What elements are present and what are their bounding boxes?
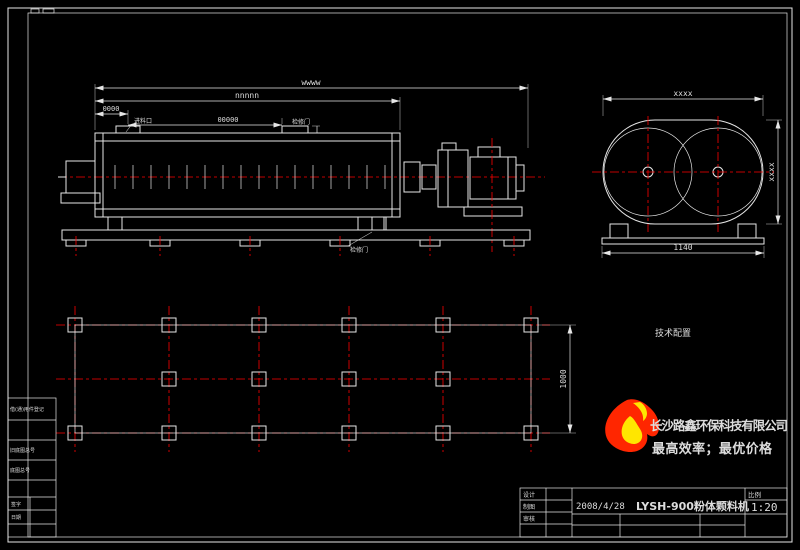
dim-left-offset: 0000 bbox=[103, 105, 120, 113]
side-view-dimensions: wwww nnnnn 0000 00000 进料口 检修门 检修门 bbox=[94, 78, 529, 254]
company-logo: 长沙路鑫环保科技有限公司 最高效率；最优价格 bbox=[605, 399, 788, 457]
dim-end-height: xxxx bbox=[767, 162, 776, 181]
dim-frame-width: 1000 bbox=[559, 369, 568, 388]
dim-span: 00000 bbox=[217, 116, 238, 124]
registration-mark bbox=[30, 8, 40, 14]
drawing-title: LYSH-900粉体颗料机 bbox=[636, 499, 749, 513]
field-check: 审核 bbox=[523, 515, 535, 523]
drive-unit bbox=[403, 142, 525, 217]
strip-row-sign: 签字 bbox=[11, 501, 21, 508]
scale-value: 1:20 bbox=[751, 501, 778, 514]
field-design: 设计 bbox=[523, 491, 535, 499]
plan-centerlines bbox=[56, 306, 550, 452]
dim-body-length: nnnnn bbox=[235, 91, 259, 100]
inlet-label: 进料口 bbox=[134, 117, 152, 125]
discharge-chute bbox=[357, 216, 385, 231]
dim-end-width: xxxx bbox=[673, 89, 692, 98]
access-door-bottom-label: 检修门 bbox=[350, 246, 368, 254]
company-name: 长沙路鑫环保科技有限公司 bbox=[650, 418, 788, 433]
tech-note: 技术配置 bbox=[655, 327, 691, 339]
dim-overall-length: wwww bbox=[301, 78, 320, 87]
foot-pads bbox=[65, 239, 525, 247]
frame-outline bbox=[74, 324, 532, 434]
title-block: 设计 制图 审核 2008/4/28 LYSH-900粉体颗料机 比例 1:20 bbox=[519, 487, 788, 538]
drawing-date: 2008/4/28 bbox=[576, 502, 625, 512]
registration-mark bbox=[42, 8, 55, 14]
motor bbox=[469, 156, 517, 200]
dim-base-width: 1140 bbox=[673, 243, 692, 252]
plan-view-dimensions: 1000 bbox=[538, 324, 576, 434]
mixer-body bbox=[94, 125, 401, 218]
foot-centerlines bbox=[75, 236, 515, 256]
strip-row-master: 底图总号 bbox=[10, 467, 30, 474]
side-view: wwww nnnnn 0000 00000 进料口 检修门 检修门 bbox=[58, 78, 545, 256]
plan-view: 1000 bbox=[56, 306, 576, 452]
flame-icon bbox=[605, 399, 660, 453]
base-frame bbox=[61, 216, 531, 247]
strip-row-date: 日期 bbox=[11, 515, 21, 521]
paddle-ticks bbox=[114, 165, 386, 189]
strip-row-borrow: 借(通)用件登记 bbox=[10, 406, 44, 413]
revision-strip: 借(通)用件登记 旧底图总号 底图总号 签字 日期 bbox=[7, 397, 57, 538]
end-view: xxxx xxxx 1140 bbox=[592, 89, 782, 258]
scale-label: 比例 bbox=[748, 490, 761, 499]
end-view-dimensions: xxxx xxxx 1140 bbox=[601, 89, 782, 258]
anchor-pads bbox=[67, 317, 539, 441]
access-door-top bbox=[281, 125, 309, 134]
field-draft: 制图 bbox=[523, 503, 535, 511]
strip-row-old-master: 旧底图总号 bbox=[10, 447, 35, 454]
left-bearing bbox=[58, 160, 101, 204]
company-slogan: 最高效率；最优价格 bbox=[652, 441, 773, 457]
drawing-border bbox=[7, 7, 793, 543]
access-door-top-label: 检修门 bbox=[292, 118, 310, 126]
end-view-base bbox=[601, 223, 765, 245]
